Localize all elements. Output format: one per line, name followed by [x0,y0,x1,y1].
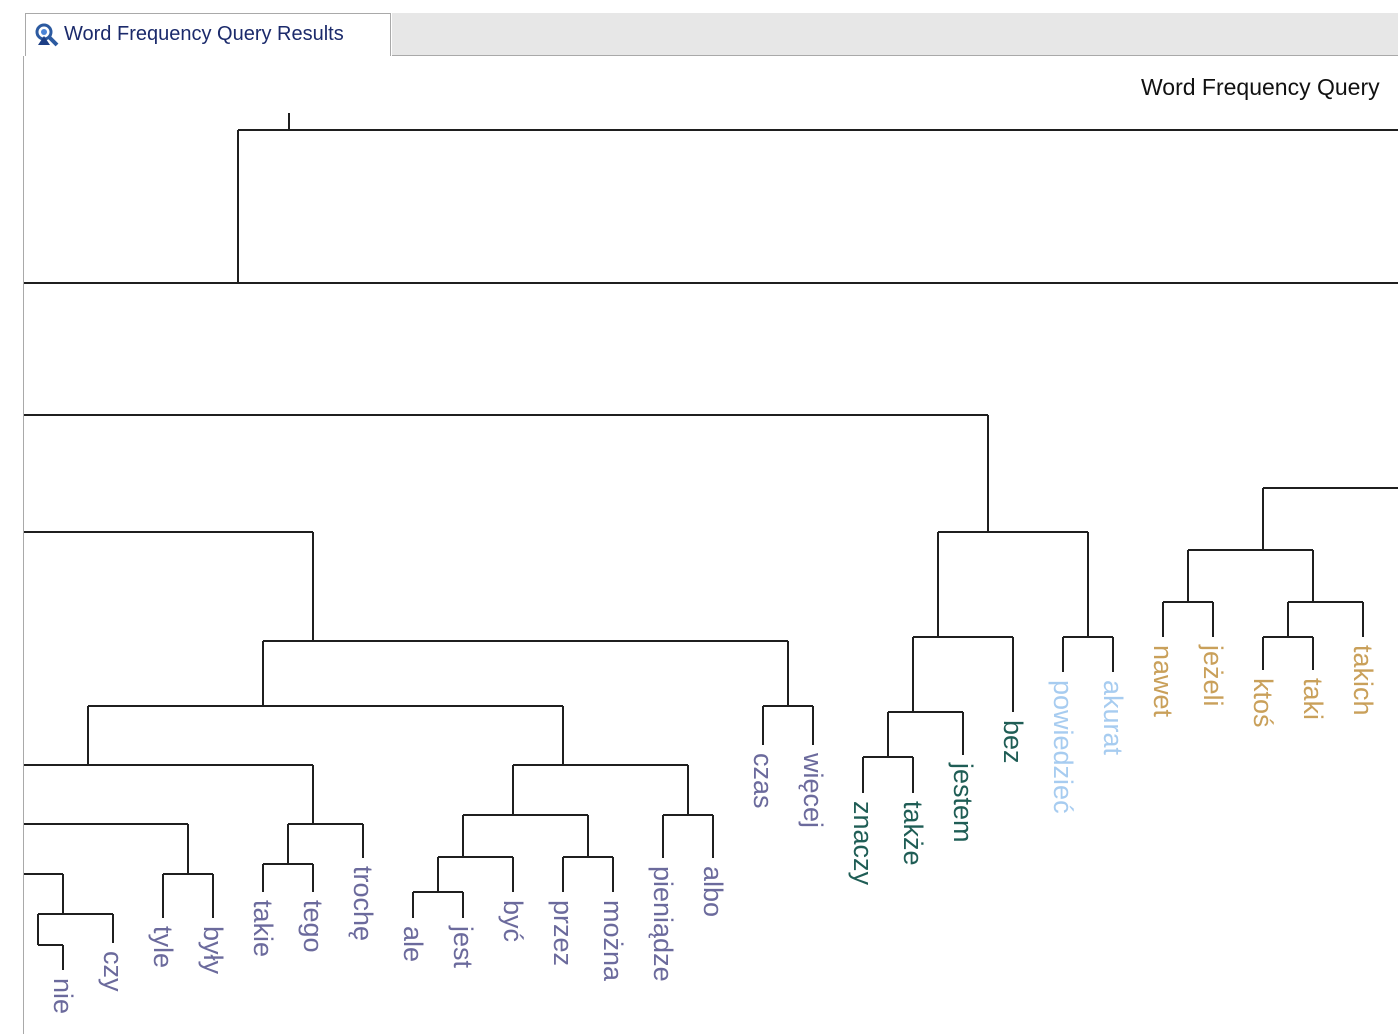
leaf-label: tego [298,900,328,953]
leaf-label: tyle [148,926,178,968]
leaf-label: taki [1298,678,1328,720]
tab-strip-background [392,13,1398,56]
leaf-label: pieniądze [648,866,678,982]
tab-word-frequency-query-results[interactable]: Word Frequency Query Results [25,13,391,56]
leaf-label: przez [548,900,578,966]
tab-strip: Word Frequency Query Results [0,0,1398,56]
leaf-label: więcej [798,752,828,828]
leaf-label: znaczy [848,801,878,886]
leaf-label: czy [98,951,128,992]
leaf-label: powiedzieć [1048,680,1078,814]
leaf-label: także [898,801,928,866]
leaf-label: czas [748,753,778,809]
leaf-label: jeżeli [1198,644,1228,707]
leaf-label: takie [248,900,278,957]
leaf-label: ktoś [1248,678,1278,728]
leaf-label: trochę [348,866,378,941]
leaf-label: takich [1348,645,1378,716]
leaf-label: albo [698,866,728,917]
leaf-label: były [198,926,228,975]
leaf-label: nawet [1148,645,1178,718]
chart-title: Word Frequency Query [1141,74,1380,100]
leaf-label: ale [398,926,428,962]
query-results-icon [35,23,59,47]
leaf-label: bez [998,720,1028,764]
leaf-label: nie [48,978,78,1014]
leaf-label: akurat [1098,680,1128,756]
tab-label: Word Frequency Query Results [64,23,344,45]
leaf-label: jestem [948,762,978,843]
leaf-label: jest [448,925,478,969]
leaf-label: można [598,900,628,982]
leaf-label: być [498,900,528,942]
